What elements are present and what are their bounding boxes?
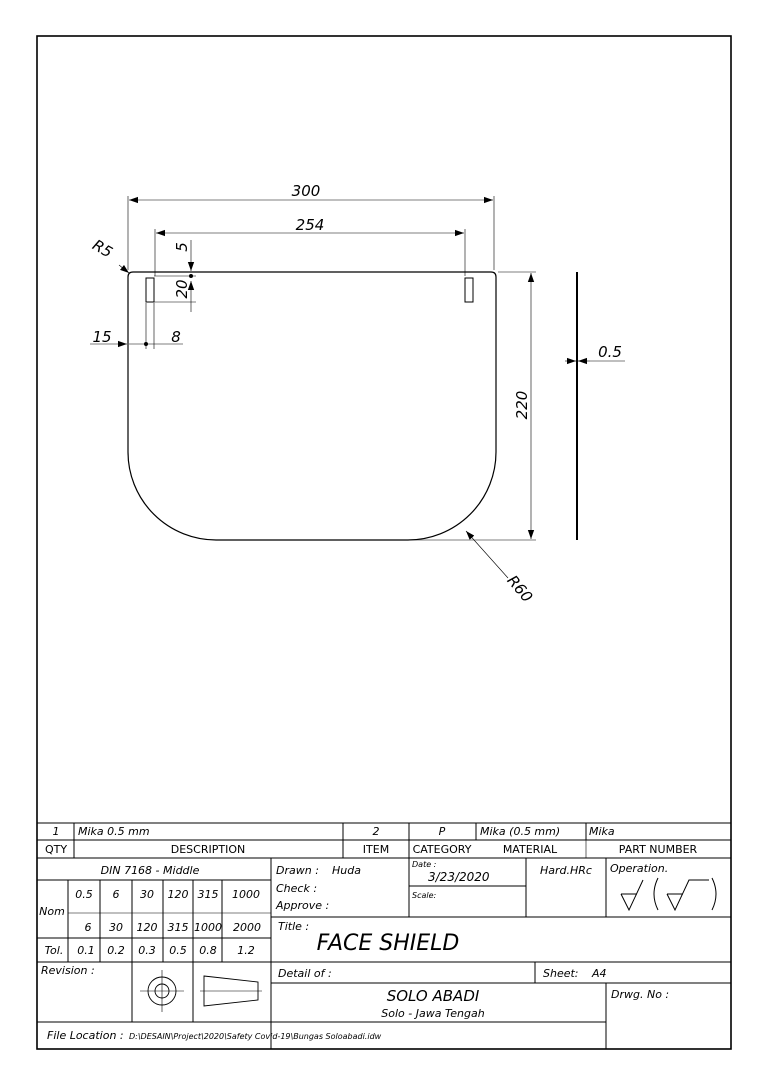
drawn-by: Huda — [332, 864, 361, 877]
tolerance-from-3: 120 — [168, 888, 189, 901]
dim-overall-width: 300 — [292, 182, 321, 200]
parts-item: 2 — [373, 825, 380, 838]
dimension-lines — [90, 196, 625, 579]
dim-corner-radius-large: R60 — [503, 572, 536, 606]
tolerance-from-0: 0.5 — [75, 888, 93, 901]
tolerance-value-0: 0.1 — [77, 944, 95, 957]
title-label: Title : — [278, 920, 309, 933]
date-value: 3/23/2020 — [428, 870, 490, 884]
surface-finish-icon — [620, 877, 717, 912]
header-category: CATEGORY — [413, 843, 472, 856]
tolerance-value-5: 1.2 — [237, 944, 255, 957]
parts-part-number: Mika — [589, 825, 615, 838]
dim-slot-span: 254 — [296, 216, 325, 234]
dimension-labels: 300 254 5 20 15 8 220 R5 R60 0.5 — [89, 182, 622, 606]
hardness-label: Hard.HRc — [540, 864, 592, 877]
header-material: MATERIAL — [503, 843, 558, 856]
operation-label: Operation. — [610, 862, 668, 875]
company-name: SOLO ABADI — [387, 987, 480, 1005]
tolerance-to-2: 120 — [137, 921, 158, 934]
projection-symbol-icon — [140, 970, 262, 1012]
parts-material: Mika (0.5 mm) — [480, 825, 560, 838]
sheet-size: A4 — [591, 967, 607, 980]
tolerance-to-4: 1000 — [194, 921, 222, 934]
header-part-number: PART NUMBER — [619, 843, 698, 856]
dim-corner-radius-small: R5 — [89, 236, 115, 262]
parts-qty: 1 — [53, 825, 60, 838]
company-location: Solo - Jawa Tengah — [381, 1007, 485, 1020]
parts-description: Mika 0.5 mm — [78, 825, 150, 838]
parts-category: P — [439, 825, 446, 838]
tolerance-from-4: 315 — [198, 888, 219, 901]
tolerance-from-1: 6 — [113, 888, 120, 901]
header-item: ITEM — [363, 843, 389, 856]
detail-label: Detail of : — [278, 967, 332, 980]
tolerance-to-5: 2000 — [233, 921, 261, 934]
sheet-label: Sheet: — [543, 967, 579, 980]
title-block: 1 Mika 0.5 mm 2 P Mika (0.5 mm) Mika QTY… — [37, 822, 731, 1049]
header-qty: QTY — [45, 843, 67, 856]
scale-label: Scale: — [412, 891, 437, 900]
dim-slot-offset-left: 15 — [92, 328, 111, 346]
left-mounting-slot — [145, 277, 155, 303]
approve-label: Approve : — [275, 899, 329, 912]
header-description: DESCRIPTION — [171, 843, 245, 856]
tolerance-value-1: 0.2 — [107, 944, 125, 957]
tolerance-standard: DIN 7168 - Middle — [101, 864, 200, 877]
tolerance-from-5: 1000 — [232, 888, 260, 901]
face-shield-front-view — [127, 271, 497, 541]
tolerance-value-3: 0.5 — [169, 944, 187, 957]
dim-thickness: 0.5 — [598, 343, 622, 361]
right-mounting-slot — [464, 277, 474, 303]
sheet-border — [36, 35, 732, 1050]
check-label: Check : — [276, 882, 317, 895]
tolerance-to-3: 315 — [168, 921, 189, 934]
date-label: Date : — [412, 860, 437, 869]
shield-outline — [127, 271, 497, 541]
tolerance-tol-label: Tol. — [45, 944, 64, 957]
tolerance-value-2: 0.3 — [138, 944, 156, 957]
tolerance-from-2: 30 — [140, 888, 154, 901]
drawn-label: Drawn : — [276, 864, 319, 877]
tolerance-value-4: 0.8 — [199, 944, 217, 957]
dim-slot-offset-top: 5 — [173, 242, 191, 252]
tolerance-to-0: 6 — [85, 921, 92, 934]
file-path: D:\DESAIN\Project\2020\Safety Covid-19\B… — [129, 1032, 382, 1041]
revision-label: Revision : — [41, 964, 95, 977]
file-location-label: File Location : — [47, 1029, 124, 1042]
tolerance-nom-label: Nom — [39, 905, 65, 918]
drawing-no-label: Drwg. No : — [611, 988, 669, 1001]
dim-slot-width: 8 — [171, 328, 181, 346]
dim-slot-height: 20 — [173, 279, 191, 298]
drawing-title: FACE SHIELD — [317, 931, 460, 956]
tolerance-to-1: 30 — [109, 921, 123, 934]
dim-height: 220 — [513, 391, 531, 420]
